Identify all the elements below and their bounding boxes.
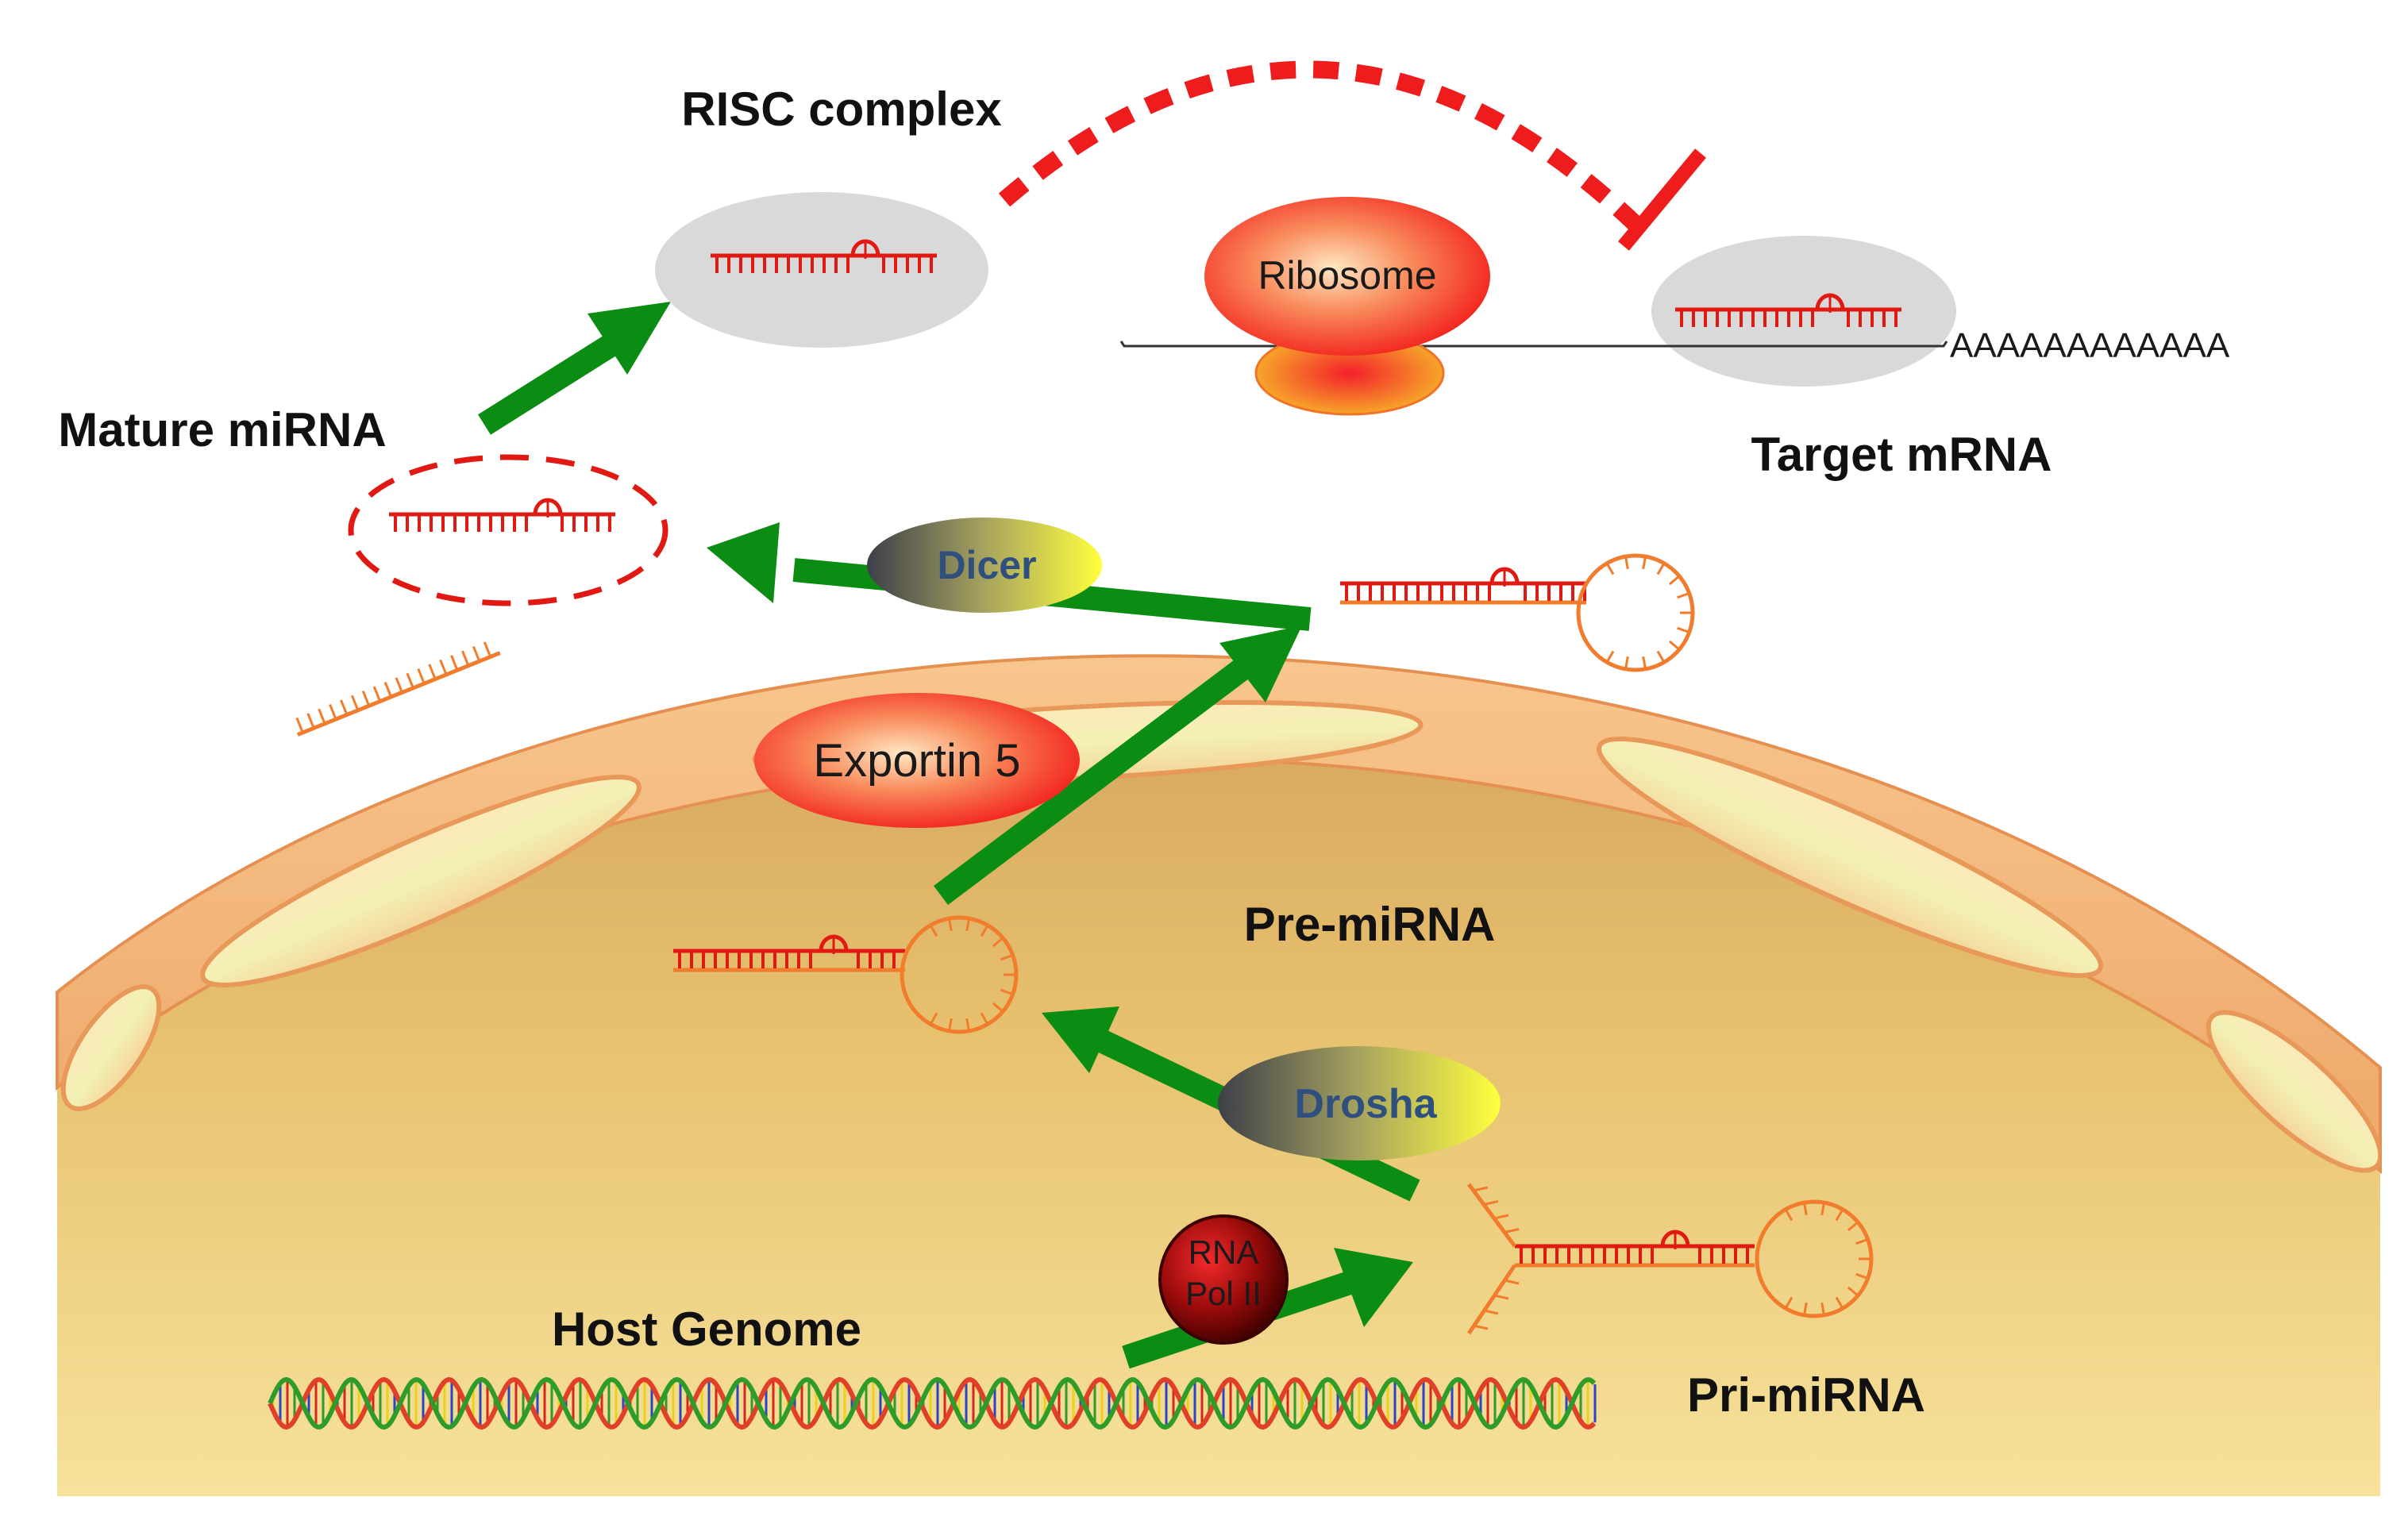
dna-helix <box>268 1376 1597 1430</box>
risc-loading-arrow <box>478 302 671 435</box>
dicer: Dicer <box>867 518 1102 613</box>
cytoplasmic-pre-mirna <box>1340 553 1695 672</box>
rna-pol-label-line1: RNA <box>1189 1233 1259 1271</box>
ribosome: Ribosome <box>1204 197 1490 416</box>
inhibition-arc <box>998 60 1706 251</box>
export-arrow <box>933 625 1302 905</box>
rna-pol-label-line2: Pol II <box>1185 1275 1262 1312</box>
nuclear-pores <box>60 699 2380 1173</box>
exportin5-label: Exportin 5 <box>813 735 1020 787</box>
rna-pol-ii: RNA Pol II <box>1158 1214 1289 1345</box>
poly-a-tail-label: AAAAAAAAAAAA <box>1950 326 2230 365</box>
target-mrna-label: Target mRNA <box>1751 428 2052 481</box>
mature-mirna-circle <box>348 454 668 606</box>
passenger-strand <box>295 641 501 737</box>
risc-complex-label: RISC complex <box>681 83 1001 136</box>
drosha: Drosha <box>1218 1046 1501 1160</box>
nuclear-pre-mirna <box>673 915 1019 1034</box>
exportin5: Exportin 5 <box>754 693 1080 828</box>
risc-mirna <box>711 239 937 273</box>
risc-complex-body <box>655 192 988 348</box>
pri-mirna-hairpin <box>1466 1183 1874 1335</box>
host-genome-label: Host Genome <box>552 1303 861 1356</box>
pri-mirna-label: Pri-miRNA <box>1687 1368 1925 1422</box>
target-bound-mirna <box>1675 293 1901 327</box>
nucleus <box>57 656 2380 1496</box>
ribosome-label: Ribosome <box>1258 253 1436 298</box>
rna-structures <box>295 239 1901 1335</box>
mature-mirna-duplex <box>389 498 615 532</box>
pre-mirna-label: Pre-miRNA <box>1244 898 1496 951</box>
target-mrna-strand <box>1119 341 1948 348</box>
mature-mirna-label: Mature miRNA <box>58 403 386 456</box>
dicer-label: Dicer <box>937 543 1036 587</box>
drosha-label: Drosha <box>1294 1081 1437 1127</box>
